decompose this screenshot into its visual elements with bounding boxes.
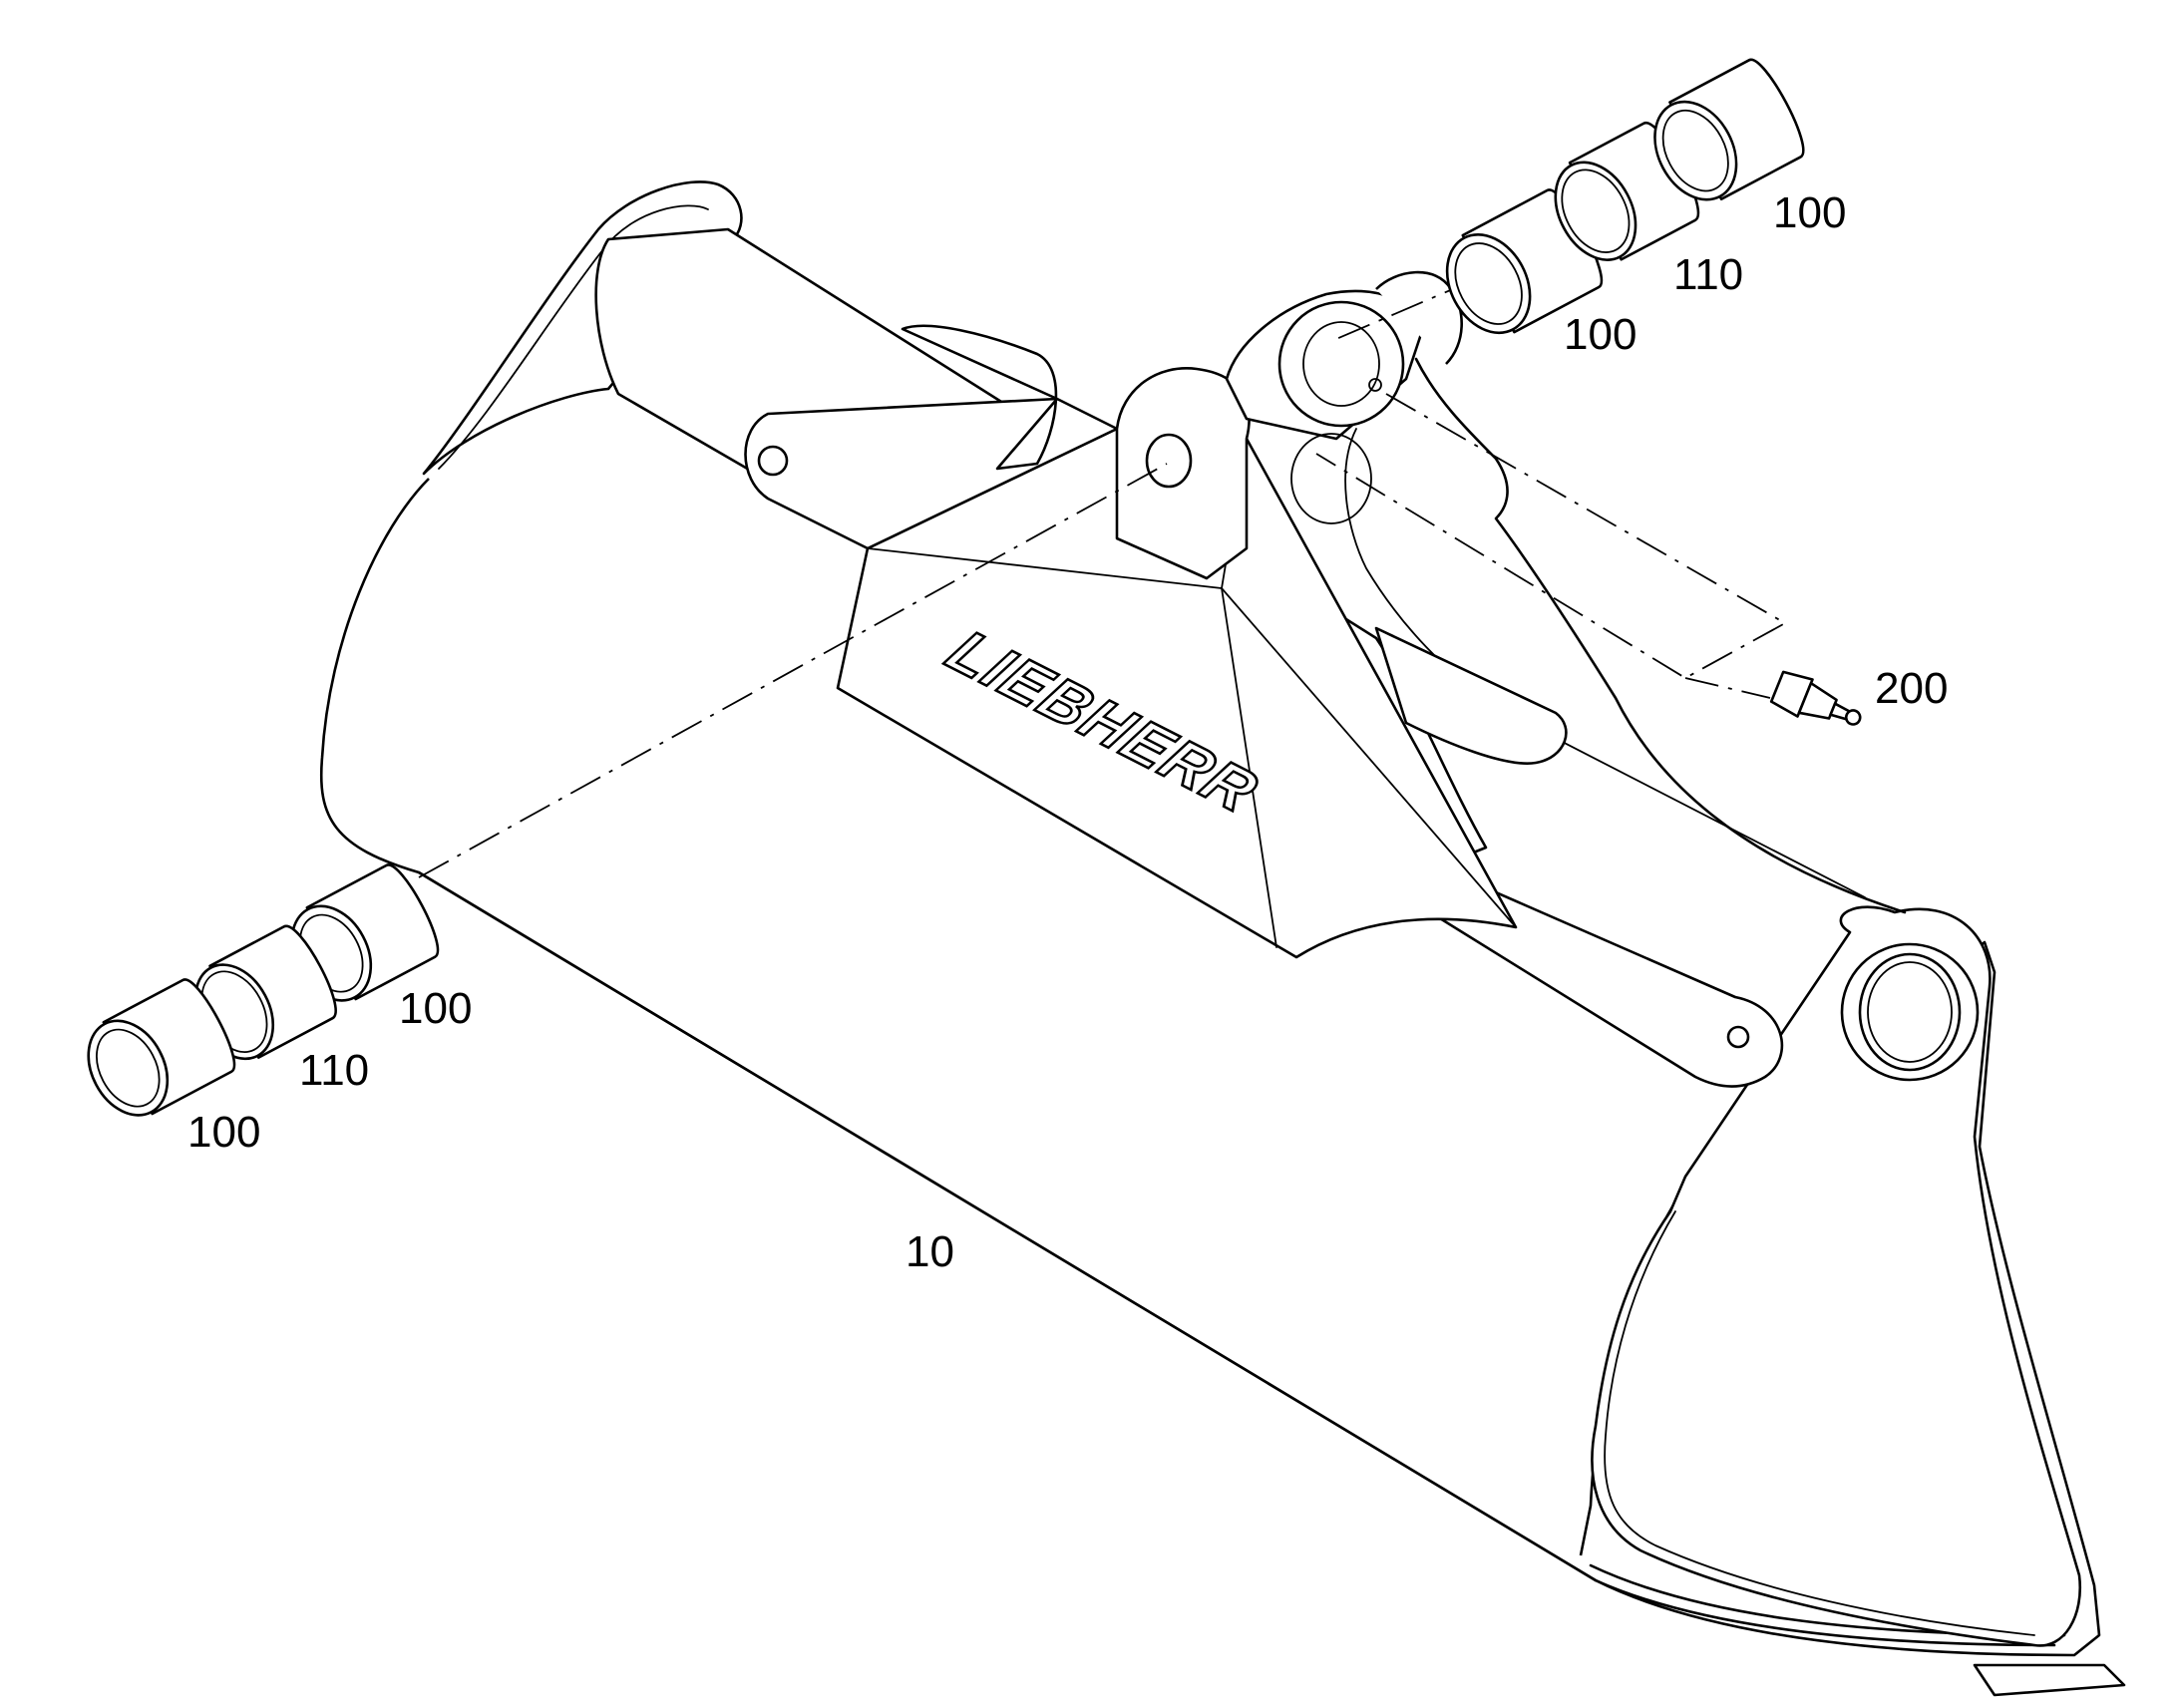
label-spacer-top: 110: [1673, 250, 1743, 299]
bushing-top-outer: [1653, 58, 1805, 201]
label-bushing-top-inner: 100: [1564, 310, 1636, 359]
part-callouts: 100 110 100 200 100 110 100 10: [187, 188, 1948, 1276]
upper-flange: [901, 324, 1059, 471]
side-slot: [1374, 626, 1568, 765]
grease-nipple: [1769, 670, 1862, 726]
upper-right-edge: [1414, 357, 1907, 914]
left-bushing-set: [87, 863, 440, 1117]
bottom-edge: [417, 870, 1598, 1582]
left-pin-axis: [418, 463, 1168, 878]
bushing-left-outer: [87, 978, 236, 1117]
upper-pivot-boss: [1277, 300, 1405, 428]
grease-path-b: [1684, 677, 1771, 699]
bucket-body: [319, 180, 2126, 1697]
label-bushing-left-outer: 100: [187, 1108, 260, 1157]
upper-bushing-set: [1445, 58, 1805, 335]
label-spacer-left: 110: [299, 1046, 369, 1095]
label-bushing-top-outer: 100: [1773, 188, 1846, 237]
label-bushing-left-inner: 100: [399, 984, 472, 1033]
label-main-body: 10: [906, 1227, 954, 1276]
right-side-plate: [1591, 905, 2082, 1647]
label-grease-nipple: 200: [1875, 664, 1948, 713]
cutting-edge-tooth: [1973, 1663, 2126, 1697]
